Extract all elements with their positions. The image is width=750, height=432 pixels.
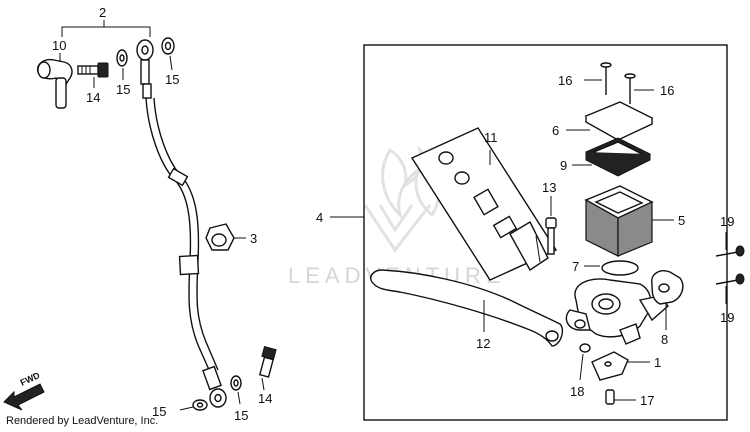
reservoir-cap-part: [566, 101, 654, 141]
screw-part: [584, 62, 654, 104]
callout-11: 11: [484, 130, 498, 145]
callout-12: 12: [476, 336, 490, 351]
bolt-13-part: [545, 196, 557, 255]
piston-kit-part: [410, 127, 558, 281]
diaphragm-part: [572, 137, 652, 177]
callout-15: 15: [234, 408, 248, 423]
brake-lever-part: [370, 269, 564, 347]
watermark-logo: [363, 145, 441, 253]
bolt-part-top: [77, 62, 109, 88]
callout-17: 17: [640, 393, 654, 408]
reservoir-part: [584, 185, 674, 257]
callout-9: 9: [560, 158, 567, 173]
callout-15: 15: [165, 72, 179, 87]
callout-16: 16: [660, 83, 674, 98]
callout-14: 14: [258, 391, 272, 406]
assembly-frame: [363, 44, 728, 421]
callout-1: 1: [654, 355, 661, 370]
callout-16: 16: [558, 73, 572, 88]
callout-3: 3: [250, 231, 257, 246]
render-credit: Rendered by LeadVenture, Inc.: [6, 415, 159, 427]
callout-13: 13: [542, 180, 556, 195]
callout-14: 14: [86, 90, 100, 105]
forward-direction-arrow: FWD: [3, 370, 45, 411]
callout-7: 7: [572, 259, 579, 274]
callout-15: 15: [152, 404, 166, 419]
brake-hose-assembly: [37, 20, 277, 411]
callout-8: 8: [661, 332, 668, 347]
callout-5: 5: [678, 213, 685, 228]
callout-4: 4: [316, 210, 323, 225]
switch-plate-part: [591, 351, 650, 381]
callout-6: 6: [552, 123, 559, 138]
callout-19: 19: [720, 214, 734, 229]
callout-19: 19: [720, 310, 734, 325]
brake-switch-part: [651, 270, 684, 330]
callout-2: 2: [99, 5, 106, 20]
o-ring-part: [601, 260, 639, 276]
hose-joint-part: [37, 53, 73, 109]
callout-15: 15: [116, 82, 130, 97]
callout-labels: 2 10 14 15 15 3 15 15 14 4 11 13 16 16 6…: [52, 5, 734, 423]
callout-10: 10: [52, 38, 66, 53]
hose-clamp-part: [205, 223, 246, 251]
bolt-part-bottom: [258, 346, 277, 391]
callout-18: 18: [570, 384, 584, 399]
screw-19-part: [715, 232, 745, 304]
screw-18-part: [579, 343, 591, 381]
screw-17-part: [605, 389, 636, 405]
